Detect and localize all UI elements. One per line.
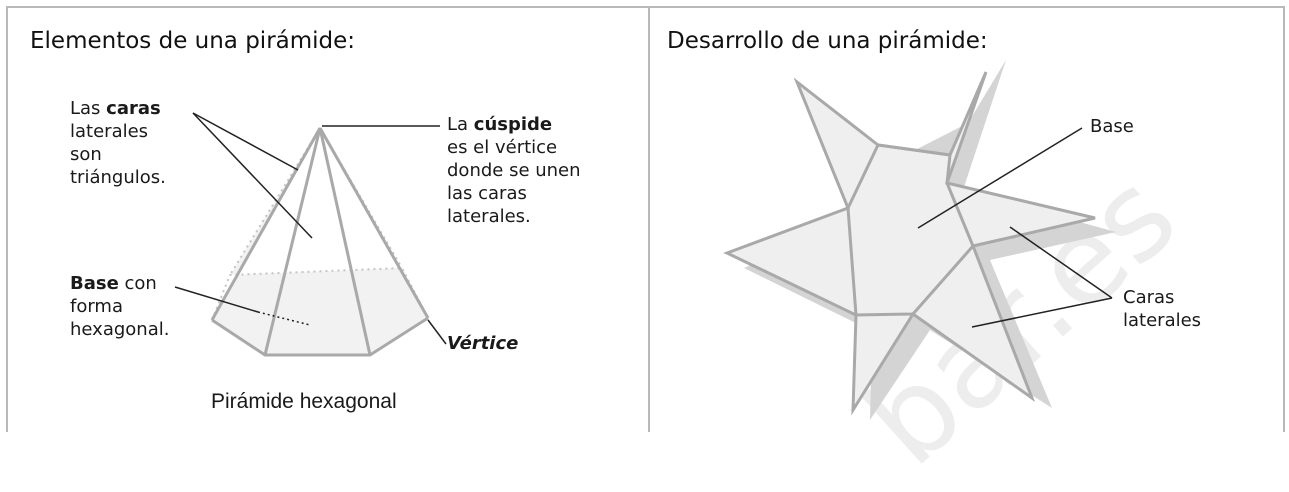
lateral-edge-4 <box>318 127 430 319</box>
right-leader-lines <box>917 127 1113 328</box>
pyramid-caption: Pirámide hexagonal <box>211 390 397 413</box>
leader-base-1 <box>174 286 259 313</box>
label-base: Base con forma hexagonal. <box>70 273 170 340</box>
leader-base-2 <box>257 311 311 326</box>
lateral-edge-2 <box>263 127 322 356</box>
label-vertice: Vértice <box>447 333 519 354</box>
label-net-base: Base <box>1090 116 1134 137</box>
base-edges <box>211 316 429 357</box>
hexagonal-pyramid <box>210 127 430 357</box>
left-panel-title: Elementos de una pirámide: <box>30 28 356 54</box>
left-leader-lines <box>174 112 447 345</box>
lateral-edge-3 <box>318 127 372 356</box>
net-outline <box>723 71 1096 416</box>
label-cuspide: La cúspide es el vértice donde se unen l… <box>447 114 581 227</box>
leader-caras-2 <box>192 112 313 239</box>
label-caras: Las caras laterales son triángulos. <box>70 98 166 188</box>
hidden-base-edges <box>211 266 429 321</box>
diagram-canvas <box>174 60 1116 420</box>
leader-vertice <box>427 319 447 345</box>
leader-caras-1 <box>192 112 299 171</box>
leader-net-base <box>917 127 1083 229</box>
leader-net-caras-2 <box>971 297 1113 328</box>
label-net-caras: Caras laterales <box>1123 287 1202 331</box>
pyramid-fill <box>212 128 428 355</box>
right-panel-title: Desarrollo de una pirámide: <box>667 28 988 54</box>
leader-net-caras-1 <box>1009 226 1113 299</box>
panel-divider <box>648 6 650 432</box>
pyramid-net <box>723 60 1116 420</box>
net-base-hexagon <box>846 143 975 317</box>
lateral-edge-1 <box>210 127 322 321</box>
